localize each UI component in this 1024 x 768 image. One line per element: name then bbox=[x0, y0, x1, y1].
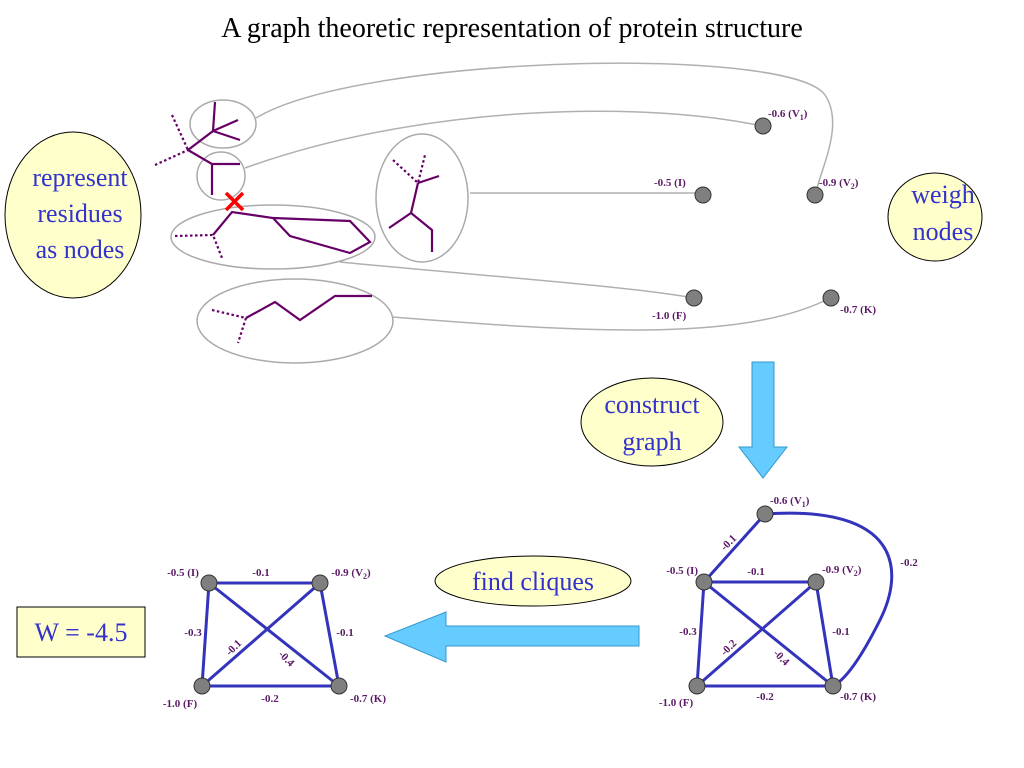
graph-edge-i-k bbox=[208, 581, 340, 688]
clique-graph: -0.1-0.3-0.4-0.1-0.1-0.2-0.5 (I)-0.9 (V2… bbox=[163, 567, 386, 710]
residue-k bbox=[245, 294, 372, 322]
callout-represent: represent residues as nodes bbox=[4, 131, 142, 299]
graph-edge-v2-k bbox=[814, 581, 835, 687]
graph-node-f bbox=[193, 677, 211, 695]
callout-represent-line2: residues bbox=[37, 199, 122, 228]
graph-edge-weight-i-f: -0.3 bbox=[184, 627, 202, 639]
residue-sticks bbox=[187, 101, 440, 322]
node-v2-label: -0.9 (V2) bbox=[819, 177, 859, 191]
callout-weigh: weigh nodes bbox=[887, 172, 983, 262]
residue-ellipse-v1 bbox=[189, 99, 257, 149]
node-k-label: -0.7 (K) bbox=[840, 304, 876, 316]
graph-edge-i-k bbox=[703, 580, 834, 688]
full-graph: -0.1-0.2-0.1-0.3-0.4-0.2-0.1-0.2-0.6 (V1… bbox=[659, 495, 918, 709]
graph-node-label-v2: -0.9 (V2) bbox=[331, 567, 371, 581]
callout-represent-line1: represent bbox=[32, 163, 128, 192]
graph-edge-v2-f bbox=[201, 581, 321, 688]
graph-edge-weight-v2-f: -0.2 bbox=[718, 637, 739, 658]
callout-construct-line1: construct bbox=[604, 390, 700, 419]
down-arrow-icon bbox=[737, 361, 789, 479]
node-i-label: -0.5 (I) bbox=[654, 177, 686, 189]
node-f-label: -1.0 (F) bbox=[652, 310, 687, 322]
result-text: W = -4.5 bbox=[35, 618, 128, 647]
result-box: W = -4.5 bbox=[16, 606, 146, 658]
node-f bbox=[685, 289, 703, 307]
graph-edge-v1-i bbox=[702, 512, 767, 584]
residue-ellipse-i bbox=[375, 133, 469, 263]
graph-node-k bbox=[330, 677, 348, 695]
callout-weigh-line2: nodes bbox=[913, 217, 974, 246]
callout-find-cliques: find cliques bbox=[434, 555, 632, 607]
callout-weigh-line1: weigh bbox=[911, 180, 975, 209]
node-i bbox=[694, 186, 712, 204]
graph-edge-v2-k bbox=[318, 582, 341, 687]
graph-edge-weight-f-k: -0.2 bbox=[261, 693, 279, 705]
residue-ellipse-f bbox=[170, 204, 376, 270]
graph-edge-weight-v2-k: -0.1 bbox=[832, 626, 849, 638]
red-cross-icon bbox=[224, 191, 245, 212]
connector-v2 bbox=[255, 62, 834, 194]
graph-node-label-i: -0.5 (I) bbox=[666, 565, 698, 577]
graph-edge-weight-v2-k: -0.1 bbox=[336, 627, 353, 639]
graph-edge-v1-k bbox=[764, 511, 894, 688]
callout-represent-line3: as nodes bbox=[36, 235, 125, 264]
callout-construct: construct graph bbox=[580, 377, 724, 467]
left-arrow-icon bbox=[383, 611, 640, 663]
residue-v2 bbox=[187, 149, 240, 195]
graph-node-i bbox=[200, 574, 218, 592]
graph-edge-weight-i-f: -0.3 bbox=[679, 626, 697, 638]
graph-edge-weight-i-v2: -0.1 bbox=[252, 567, 269, 579]
graph-node-f bbox=[688, 677, 706, 695]
node-v2 bbox=[806, 186, 824, 204]
node-v1-label: -0.6 (V1) bbox=[768, 108, 808, 122]
connector-k bbox=[391, 297, 831, 331]
residue-ellipse-k bbox=[196, 278, 394, 364]
graph-edge-weight-v1-k: -0.2 bbox=[900, 557, 918, 569]
graph-edge-i-f bbox=[200, 582, 211, 687]
graph-edge-weight-i-v2: -0.1 bbox=[747, 566, 764, 578]
residue-i bbox=[388, 174, 440, 252]
graph-node-label-k: -0.7 (K) bbox=[840, 691, 876, 703]
graph-node-v1 bbox=[756, 505, 774, 523]
connector-v1 bbox=[244, 110, 763, 169]
graph-edge-i-f bbox=[695, 581, 706, 687]
node-v1 bbox=[754, 117, 772, 135]
graph-edge-weight-v1-i: -0.1 bbox=[718, 532, 739, 553]
residue-ellipse-v2 bbox=[196, 151, 246, 201]
graph-node-label-f: -1.0 (F) bbox=[659, 697, 694, 709]
connector-f bbox=[339, 261, 695, 299]
graph-node-label-v1: -0.6 (V1) bbox=[770, 495, 810, 509]
graph-node-label-f: -1.0 (F) bbox=[163, 698, 198, 710]
graph-node-label-v2: -0.9 (V2) bbox=[822, 564, 862, 578]
graph-edge-v2-f bbox=[696, 580, 817, 688]
residue-panel: -0.6 (V1) -0.5 (I) -0.9 (V2) -1.0 (F) -0… bbox=[154, 62, 876, 364]
graph-edge-weight-f-k: -0.2 bbox=[756, 691, 774, 703]
residue-v1 bbox=[187, 101, 241, 151]
graph-node-v2 bbox=[807, 573, 825, 591]
graph-node-v2 bbox=[311, 574, 329, 592]
residue-f bbox=[212, 210, 372, 255]
graph-edge-weight-v2-f: -0.1 bbox=[223, 637, 244, 658]
graph-node-label-i: -0.5 (I) bbox=[167, 567, 199, 579]
residue-backbone-dashes bbox=[154, 114, 427, 344]
slide-title: A graph theoretic representation of prot… bbox=[221, 13, 803, 44]
callout-find-cliques-text: find cliques bbox=[472, 567, 594, 596]
graph-node-k bbox=[824, 677, 842, 695]
callout-construct-line2: graph bbox=[622, 427, 681, 456]
graph-node-i bbox=[695, 573, 713, 591]
graph-node-label-k: -0.7 (K) bbox=[350, 693, 386, 705]
weighted-nodes: -0.6 (V1) -0.5 (I) -0.9 (V2) -1.0 (F) -0… bbox=[652, 108, 876, 322]
node-k bbox=[822, 289, 840, 307]
